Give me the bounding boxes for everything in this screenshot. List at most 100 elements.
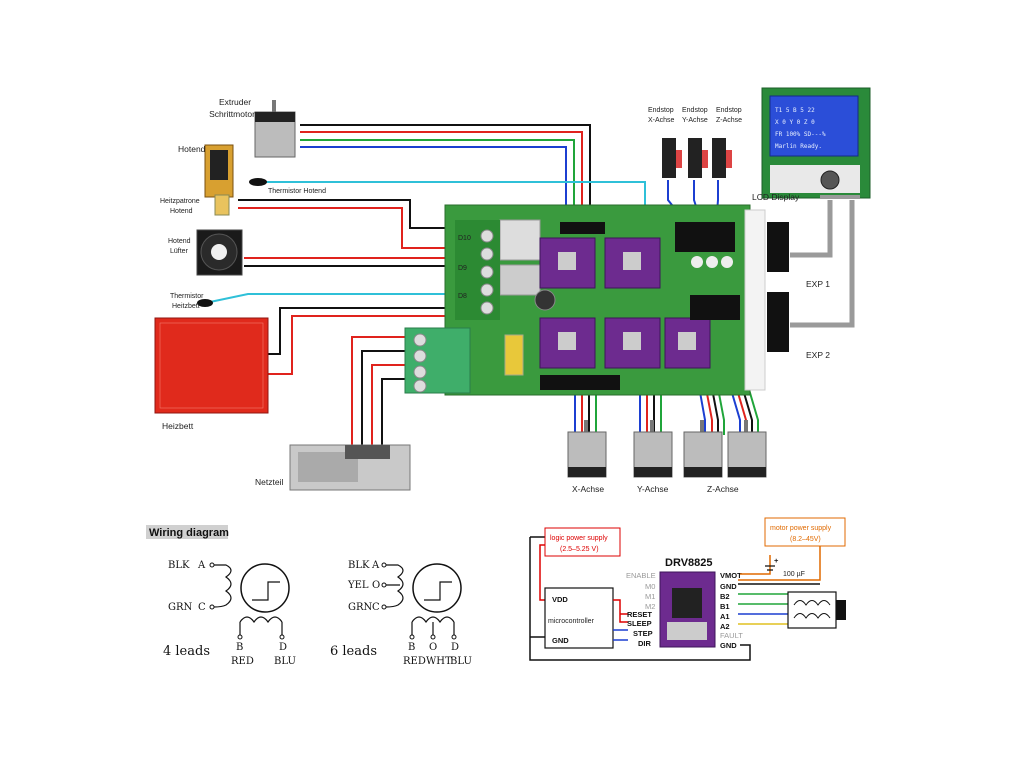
motor-supply-line1: motor power supply	[770, 525, 832, 532]
pin-a2: A2	[720, 622, 730, 631]
label-thermistor-hotend: Thermistor Hotend	[268, 188, 326, 195]
lcd-display: T1 5 B 5 22 X 0 Y 0 Z 0 FR 100% SD---% M…	[752, 87, 871, 202]
four-color-red: RED	[231, 656, 254, 667]
six-pin-blk: BLK	[348, 560, 370, 571]
six-pin-yel: YEL	[347, 580, 369, 591]
label-z-axis: Z-Achse	[707, 484, 739, 494]
pin-m0: M0	[645, 582, 655, 591]
four-color-blu: BLU	[274, 656, 296, 667]
four-pin-grn: GRN	[168, 602, 193, 613]
label-lcd-display: LCD Display	[752, 192, 800, 202]
label-exp2: EXP 2	[806, 350, 830, 360]
pin-gnd-1: GND	[720, 582, 737, 591]
six-lead-diagram: BLK A YEL O GRN C B O D RED WHT BLU 6 le…	[330, 560, 472, 667]
four-letter-a: A	[197, 560, 206, 571]
pin-a1: A1	[720, 612, 730, 621]
label-endstop-z-line1: Endstop	[716, 107, 742, 114]
label-psu: Netzteil	[255, 477, 283, 487]
six-color-red: RED	[403, 656, 426, 667]
pin-sleep: SLEEP	[627, 619, 652, 628]
stepper-driver-modules	[539, 237, 711, 369]
terminal-label-d10: D10	[458, 235, 471, 242]
wires	[209, 124, 855, 455]
six-color-blu: BLU	[450, 656, 472, 667]
lcd-line-1: T1 5 B 5 22	[775, 107, 815, 114]
four-letter-d: D	[279, 642, 287, 653]
terminal-label-d9: D9	[458, 265, 467, 272]
six-letter-b: B	[408, 642, 415, 653]
heater-cartridge: Heitzpatrone Hotend	[160, 198, 200, 215]
cap-plus: +	[774, 556, 779, 565]
four-letter-c: C	[198, 602, 206, 613]
cap-value: 100 µF	[783, 571, 805, 578]
pin-vmot: VMOT	[720, 571, 742, 580]
z-axis-stepper-2	[727, 420, 767, 478]
lcd-line-2: X 0 Y 0 Z 0	[775, 119, 815, 126]
label-endstop-x-line1: Endstop	[648, 107, 674, 114]
thermistor-bed: Thermistor Heitzbett	[170, 293, 213, 310]
board-screw-terminals: D10 D9 D8	[455, 220, 500, 320]
label-heated-bed: Heizbett	[162, 421, 194, 431]
six-letter-o-bottom: O	[429, 642, 437, 653]
pin-gnd-2: GND	[720, 641, 737, 650]
label-extruder-motor-line2: Schrittmotor	[209, 109, 255, 119]
lcd-line-4: Marlin Ready.	[775, 143, 822, 150]
exp-connectors	[767, 222, 789, 352]
z-axis-stepper-1	[683, 420, 723, 478]
six-letter-o: O	[372, 580, 380, 591]
ramps-board: D10 D9 D8	[404, 204, 789, 396]
heated-bed: Heizbett	[154, 317, 269, 431]
endstops: Endstop X-Achse Endstop Y-Achse Endstop …	[648, 107, 742, 178]
logic-supply-line1: logic power supply	[550, 535, 608, 542]
label-heater-cartridge-line2: Hotend	[170, 208, 193, 215]
drv8825-diagram: logic power supply (2.5–5.25 V) VDD micr…	[529, 517, 846, 661]
pin-fault: FAULT	[720, 631, 743, 640]
six-letter-a: A	[371, 560, 380, 571]
six-leads-caption: 6 leads	[330, 644, 377, 659]
label-thermistor-bed-line2: Heitzbett	[172, 303, 200, 310]
hotend-fan: Hotend Lüfter	[168, 229, 243, 276]
pin-b2: B2	[720, 592, 730, 601]
axis-stepper-motors: X-Achse Y-Achse Z-Achse	[567, 420, 767, 494]
x-axis-stepper	[567, 420, 607, 478]
four-letter-b: B	[236, 642, 243, 653]
thermistor-hotend: Thermistor Hotend	[249, 178, 326, 195]
wiring-diagram-section: Wiring diagram BLK A GRN C B D RED BLU 4…	[146, 525, 472, 667]
label-exp1: EXP 1	[806, 279, 830, 289]
label-endstop-x-line2: X-Achse	[648, 117, 675, 124]
y-axis-stepper	[633, 420, 673, 478]
terminal-label-d8: D8	[458, 293, 467, 300]
four-lead-diagram: BLK A GRN C B D RED BLU 4 leads	[163, 560, 296, 667]
label-hotend: Hotend	[178, 144, 206, 154]
four-leads-caption: 4 leads	[163, 644, 210, 659]
pin-b1: B1	[720, 602, 730, 611]
pin-reset: RESET	[627, 610, 652, 619]
lcd-line-3: FR 100% SD---%	[775, 131, 826, 138]
label-thermistor-bed-line1: Thermistor	[170, 293, 204, 300]
six-pin-grn: GRN	[348, 602, 373, 613]
pin-step: STEP	[633, 629, 653, 638]
power-terminal-block	[404, 327, 471, 394]
logic-supply-line2: (2.5–5.25 V)	[560, 546, 599, 553]
six-color-wht: WHT	[426, 656, 452, 667]
label-endstop-z-line2: Z-Achse	[716, 117, 742, 124]
label-endstop-y-line1: Endstop	[682, 107, 708, 114]
label-heater-cartridge-line1: Heitzpatrone	[160, 198, 200, 205]
label-hotend-fan-line1: Hotend	[168, 238, 191, 245]
power-supply: Netzteil	[255, 444, 411, 491]
label-y-axis: Y-Achse	[637, 484, 669, 494]
pin-m2: M2	[645, 602, 655, 611]
vdd-label: VDD	[552, 595, 568, 604]
gnd-label-controller: GND	[552, 636, 569, 645]
label-extruder-motor-line1: Extruder	[219, 97, 251, 107]
four-pin-blk: BLK	[168, 560, 190, 571]
pin-dir: DIR	[638, 639, 652, 648]
wiring-diagram-title: Wiring diagram	[149, 527, 229, 539]
chip-title: DRV8825	[665, 557, 713, 569]
microcontroller-label: microcontroller	[548, 618, 595, 625]
pin-enable: ENABLE	[626, 571, 656, 580]
label-endstop-y-line2: Y-Achse	[682, 117, 708, 124]
motor-supply-line2: (8.2–45V)	[790, 536, 821, 543]
six-letter-d: D	[451, 642, 459, 653]
label-hotend-fan-line2: Lüfter	[170, 248, 189, 255]
